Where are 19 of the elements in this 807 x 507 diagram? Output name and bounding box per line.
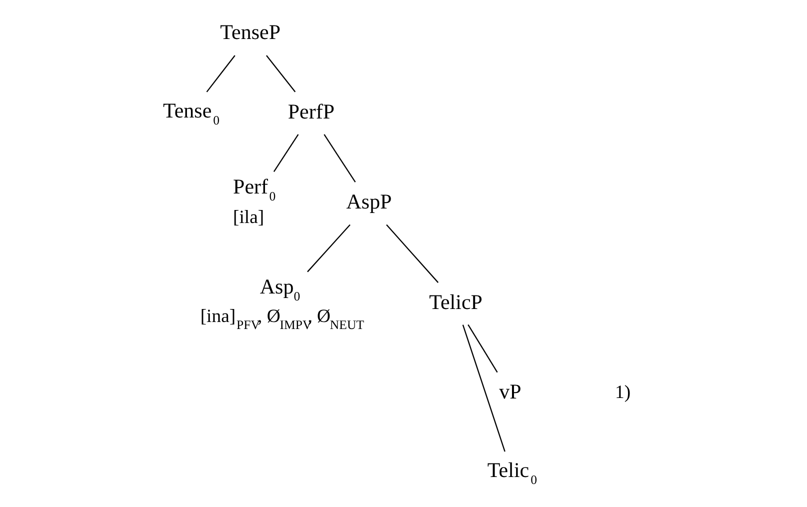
- node-text: TenseP: [220, 20, 280, 44]
- node-label: [ila]: [232, 206, 264, 228]
- node-text: TelicP: [428, 290, 482, 314]
- connector: [266, 55, 296, 92]
- connector: [206, 55, 235, 92]
- node-text: Tense$_{0}$: [162, 98, 220, 128]
- connector: [323, 134, 356, 182]
- node-text: vP: [498, 380, 521, 404]
- node-text: Telic$_{0}$: [486, 458, 537, 487]
- node-text: AspP: [346, 189, 392, 214]
- connector: [306, 224, 350, 272]
- label: 1): [614, 382, 630, 403]
- connector: [467, 324, 498, 373]
- node-text: Asp$_{0}$: [259, 274, 300, 304]
- node-text: Perf$_{0}$: [232, 174, 276, 204]
- node-text: PerfP: [287, 100, 334, 124]
- connector: [272, 134, 298, 172]
- connector: [462, 324, 505, 452]
- connector: [386, 224, 438, 283]
